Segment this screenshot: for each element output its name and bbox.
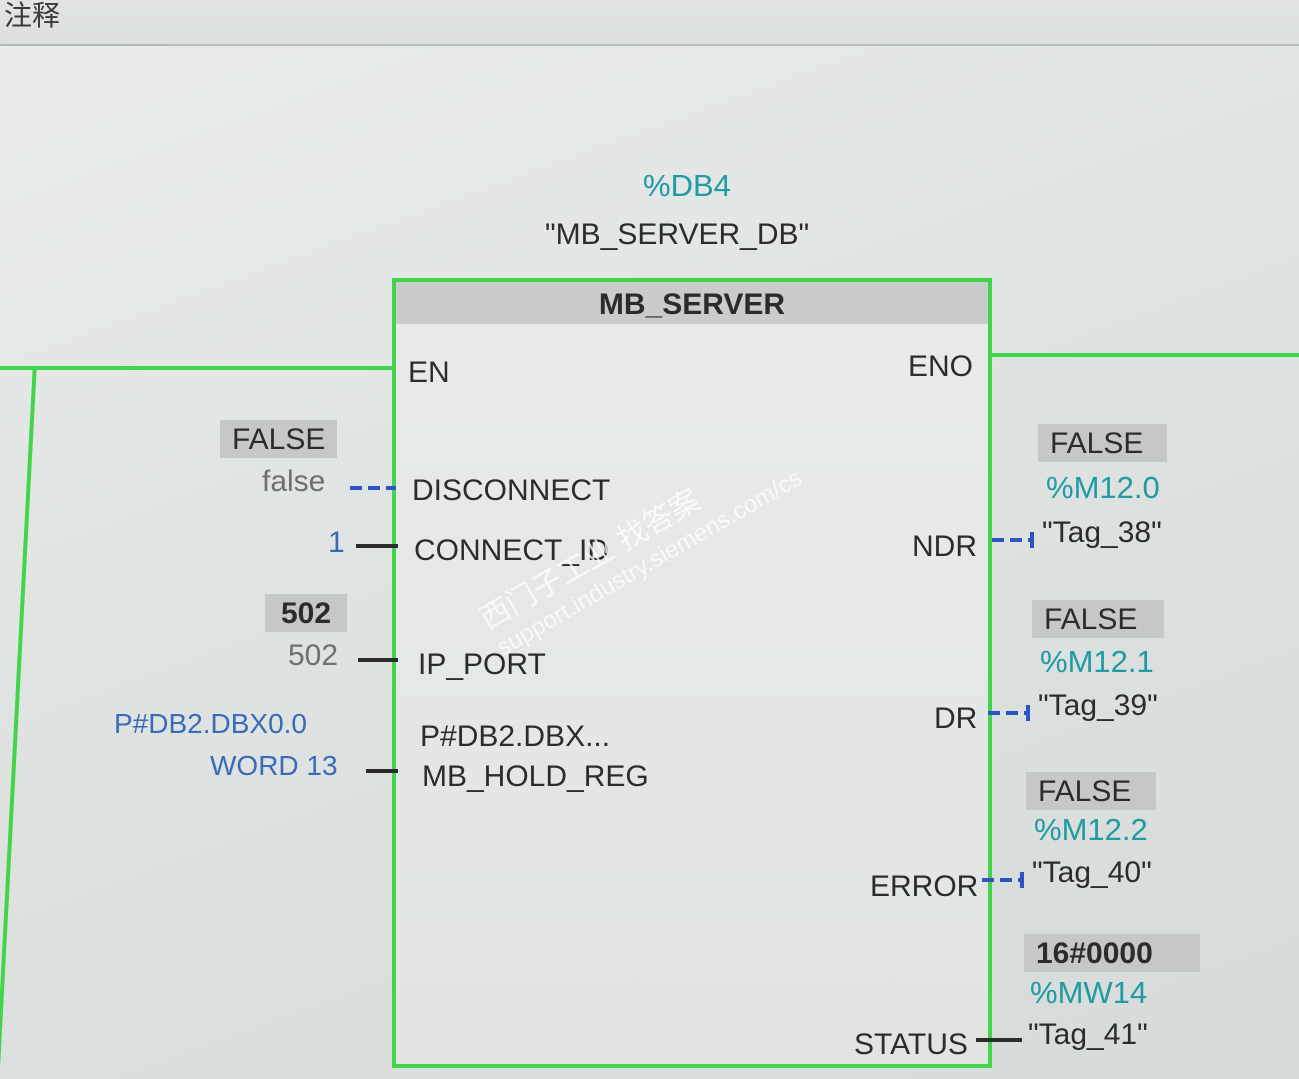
status-monitor-value: 16#0000 xyxy=(1024,934,1200,972)
error-dashed-wire xyxy=(982,878,1022,882)
pin-mb-hold-reg-value[interactable]: P#DB2.DBX... xyxy=(420,720,611,753)
pin-ip-port: IP_PORT xyxy=(418,648,546,681)
ndr-monitor-value: FALSE xyxy=(1038,424,1167,462)
mb-server-block[interactable]: MB_SERVER EN ENO DISCONNECT CONNECT_ID I… xyxy=(392,278,992,1068)
pin-ndr: NDR xyxy=(912,530,977,563)
pin-dr: DR xyxy=(934,702,978,735)
ip-port-monitor-value: 502 xyxy=(265,594,347,632)
dr-monitor-value: FALSE xyxy=(1032,600,1164,638)
error-tag[interactable]: "Tag_40" xyxy=(1032,856,1152,889)
dr-tag[interactable]: "Tag_39" xyxy=(1038,689,1158,722)
disconnect-monitor-value: FALSE xyxy=(220,420,338,458)
status-tag[interactable]: "Tag_41" xyxy=(1028,1018,1148,1051)
hold-reg-wire xyxy=(366,769,398,773)
dr-address[interactable]: %M12.1 xyxy=(1040,644,1154,679)
comment-label: 注释 xyxy=(4,0,61,32)
pin-en: EN xyxy=(408,356,450,389)
ndr-tag[interactable]: "Tag_38" xyxy=(1042,516,1162,549)
instance-db-name[interactable]: "MB_SERVER_DB" xyxy=(545,218,810,251)
left-vertical-rail xyxy=(0,370,37,1079)
dr-dashed-wire xyxy=(988,711,1028,715)
error-monitor-value: FALSE xyxy=(1026,772,1156,810)
disconnect-value[interactable]: false xyxy=(262,465,326,498)
disconnect-dashed-wire xyxy=(350,486,396,490)
pin-error: ERROR xyxy=(870,870,979,903)
pin-status: STATUS xyxy=(854,1028,968,1061)
status-address[interactable]: %MW14 xyxy=(1030,975,1148,1010)
pin-disconnect: DISCONNECT xyxy=(412,474,611,507)
ndr-dashed-wire xyxy=(992,538,1032,542)
error-wire-tip xyxy=(1020,872,1024,888)
network-comment-header[interactable]: 注释 xyxy=(0,0,1299,46)
dr-wire-tip xyxy=(1026,705,1030,721)
error-address[interactable]: %M12.2 xyxy=(1034,812,1148,847)
pin-mb-hold-reg: MB_HOLD_REG xyxy=(422,760,649,793)
hold-reg-length[interactable]: WORD 13 xyxy=(210,750,338,781)
instance-db-address[interactable]: %DB4 xyxy=(643,168,731,203)
ip-port-value[interactable]: 502 xyxy=(288,639,339,672)
connect-id-value[interactable]: 1 xyxy=(328,526,345,559)
ip-port-wire xyxy=(358,658,398,662)
hold-reg-pointer[interactable]: P#DB2.DBX0.0 xyxy=(114,708,307,739)
pin-eno: ENO xyxy=(908,350,974,383)
ndr-wire-tip xyxy=(1030,532,1034,548)
right-power-rail xyxy=(992,353,1299,357)
ndr-address[interactable]: %M12.0 xyxy=(1046,470,1160,505)
block-title[interactable]: MB_SERVER xyxy=(396,282,988,324)
connect-id-wire xyxy=(356,544,398,548)
status-wire xyxy=(976,1038,1022,1042)
pin-connect-id: CONNECT_ID xyxy=(414,534,610,567)
left-power-rail xyxy=(0,366,396,370)
